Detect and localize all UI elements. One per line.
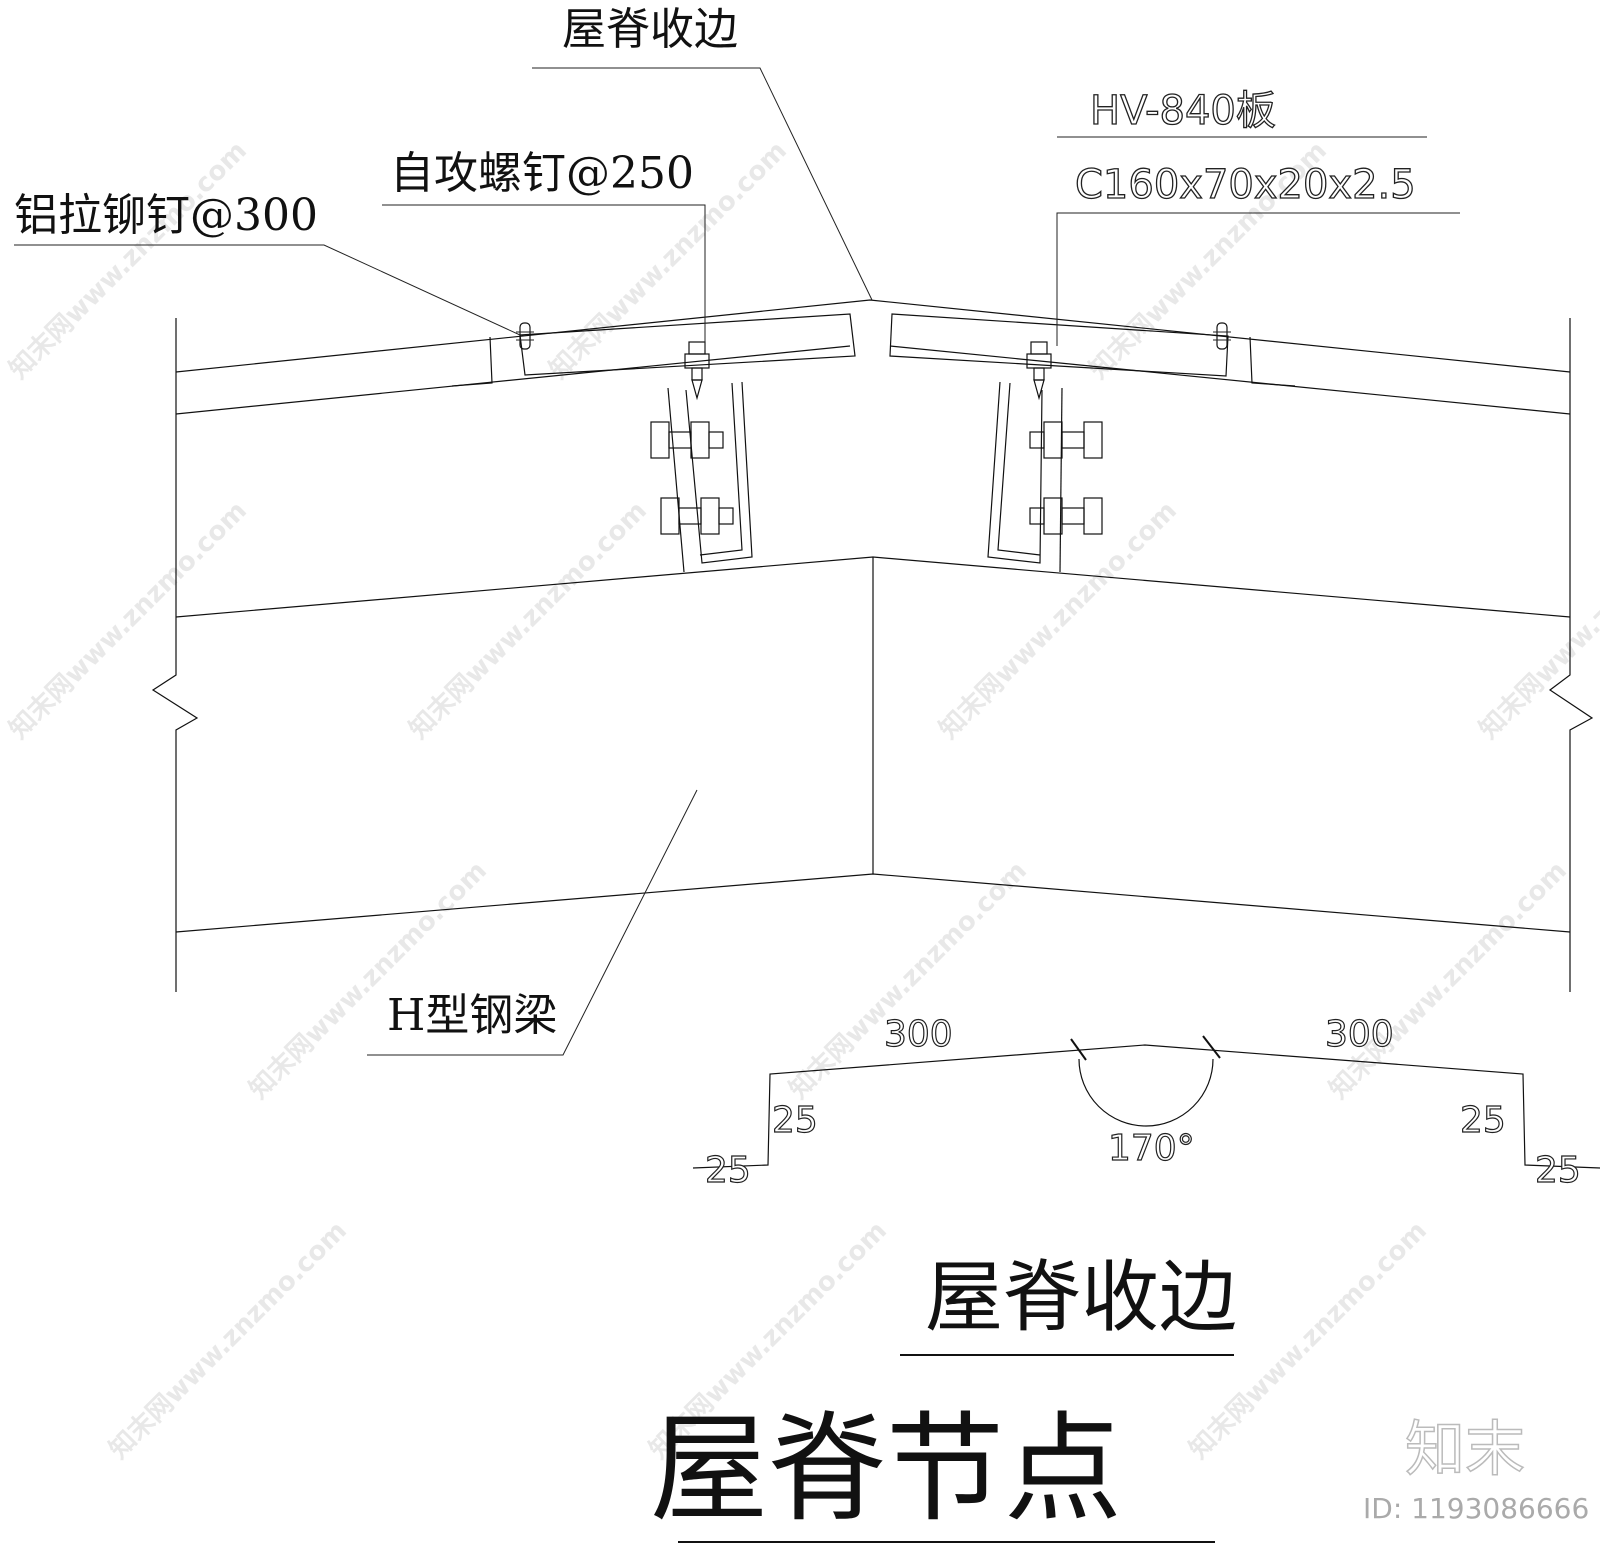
roof-panel xyxy=(175,299,1571,415)
rivet-right xyxy=(1213,322,1231,350)
dim-left-upper: 25 xyxy=(772,1100,818,1141)
h-beam xyxy=(175,556,1571,933)
watermark-text: 知末网www.znzmo.com xyxy=(934,496,1183,745)
brand-id: ID: 1193086666 xyxy=(1363,1492,1589,1525)
panel-label: HV-840板 xyxy=(1090,88,1276,134)
flashing-profile xyxy=(692,1035,1600,1169)
screw-left xyxy=(684,341,710,401)
brand-logo: 知末 xyxy=(1405,1415,1525,1485)
watermark-text: 知末网www.znzmo.com xyxy=(404,496,653,745)
watermark-text: 知末网www.znzmo.com xyxy=(4,136,253,385)
watermark-text: 知末网www.znzmo.com xyxy=(1474,496,1600,745)
watermark-text: 知末网www.znzmo.com xyxy=(244,856,493,1105)
watermark-text: 知末网www.znzmo.com xyxy=(784,856,1033,1105)
main-title: 屋脊节点 xyxy=(650,1400,1122,1538)
watermark-layer: 知末网www.znzmo.com 知末网www.znzmo.com 知末网www… xyxy=(4,136,1600,1465)
break-lines xyxy=(151,318,1594,992)
dim-left-lower: 25 xyxy=(705,1150,751,1191)
beam-label: H型钢梁 xyxy=(387,990,557,1041)
bolts-right xyxy=(1029,421,1103,535)
rivet-label: 铝拉铆钉@300 xyxy=(14,190,318,241)
ridge-flashing-label: 屋脊收边 xyxy=(562,4,738,55)
dim-right-upper: 25 xyxy=(1460,1100,1506,1141)
screw-right xyxy=(1026,341,1052,401)
dim-angle: 170° xyxy=(1108,1128,1195,1169)
purlin-left xyxy=(667,381,753,573)
bolts-left xyxy=(650,421,734,535)
dim-right-top: 300 xyxy=(1325,1014,1394,1055)
watermark-text: 知末网www.znzmo.com xyxy=(4,496,253,745)
purlin-right xyxy=(987,381,1063,573)
leader-lines xyxy=(14,67,1460,1056)
screw-label: 自攻螺钉@250 xyxy=(390,148,694,199)
watermark-text: 知末网www.znzmo.com xyxy=(1324,856,1573,1105)
subtitle: 屋脊收边 xyxy=(925,1253,1237,1343)
watermark-text: 知末网www.znzmo.com xyxy=(104,1216,353,1465)
rivet-left xyxy=(516,322,534,350)
dim-left-top: 300 xyxy=(884,1014,953,1055)
dim-right-lower: 25 xyxy=(1535,1150,1581,1191)
purlin-label: C160x70x20x2.5 xyxy=(1075,162,1416,208)
